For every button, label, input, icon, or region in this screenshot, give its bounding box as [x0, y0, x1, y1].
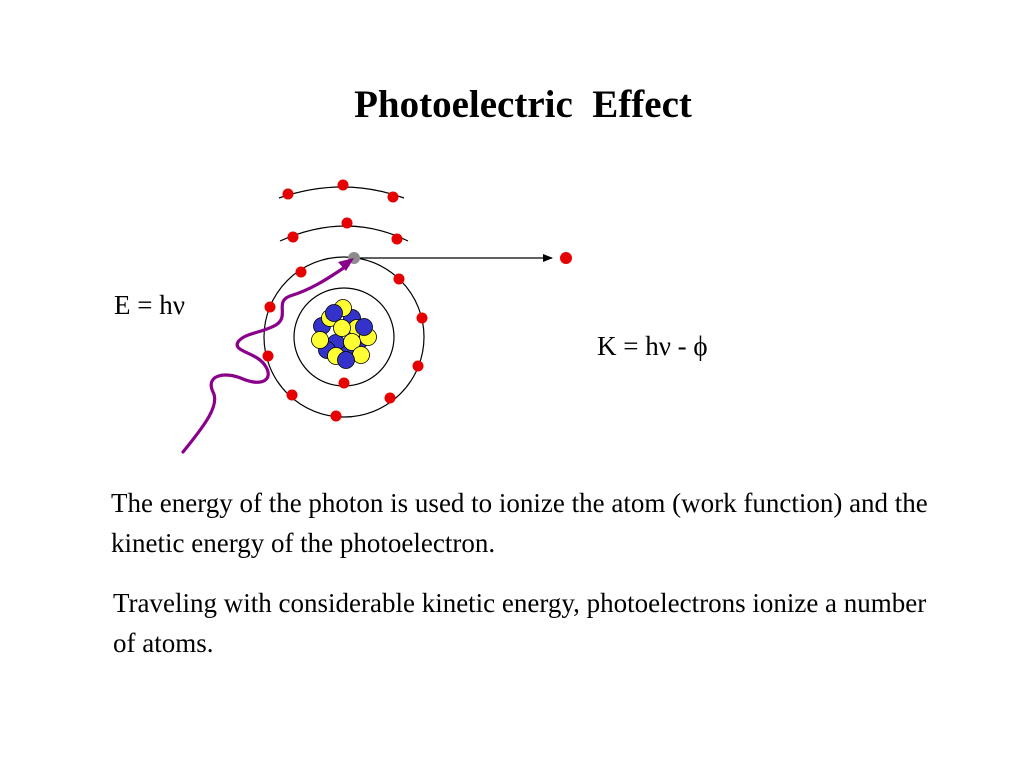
orbit-shell-2: [263, 256, 425, 418]
electron: [384, 392, 396, 404]
electron: [393, 273, 405, 285]
neutron: [325, 304, 343, 322]
neutron: [337, 351, 355, 369]
kinetic-energy-equation: K = hν - ϕ: [597, 331, 708, 361]
slide-title: Photoelectric Effect: [354, 83, 692, 126]
electron: [262, 350, 274, 362]
neutron: [355, 318, 373, 336]
electron: [286, 389, 298, 401]
electron: [295, 266, 307, 278]
electron: [412, 360, 424, 372]
electron: [337, 179, 349, 191]
electron: [416, 312, 428, 324]
paragraph-work-function: The energy of the photon is used to ioni…: [111, 488, 928, 558]
electron: [338, 377, 350, 389]
proton: [333, 319, 351, 337]
electron: [330, 410, 342, 422]
electron: [391, 233, 403, 245]
electron-group: [262, 179, 428, 422]
atom-nucleus-icon: [311, 299, 377, 369]
electron: [341, 217, 353, 229]
proton: [311, 331, 329, 349]
proton: [352, 346, 370, 364]
photon-arrowhead: [338, 258, 354, 271]
paragraph-ionization: Traveling with considerable kinetic ener…: [113, 588, 927, 658]
ejected-photoelectron: [560, 252, 572, 264]
electron: [387, 191, 399, 203]
electron: [264, 301, 276, 313]
outer-orbit-arc-2: [279, 225, 409, 242]
electron: [282, 188, 294, 200]
photon-energy-equation: E = hν: [114, 290, 185, 320]
photon-wave: [181, 263, 350, 454]
proton: [343, 333, 361, 351]
electron: [287, 231, 299, 243]
